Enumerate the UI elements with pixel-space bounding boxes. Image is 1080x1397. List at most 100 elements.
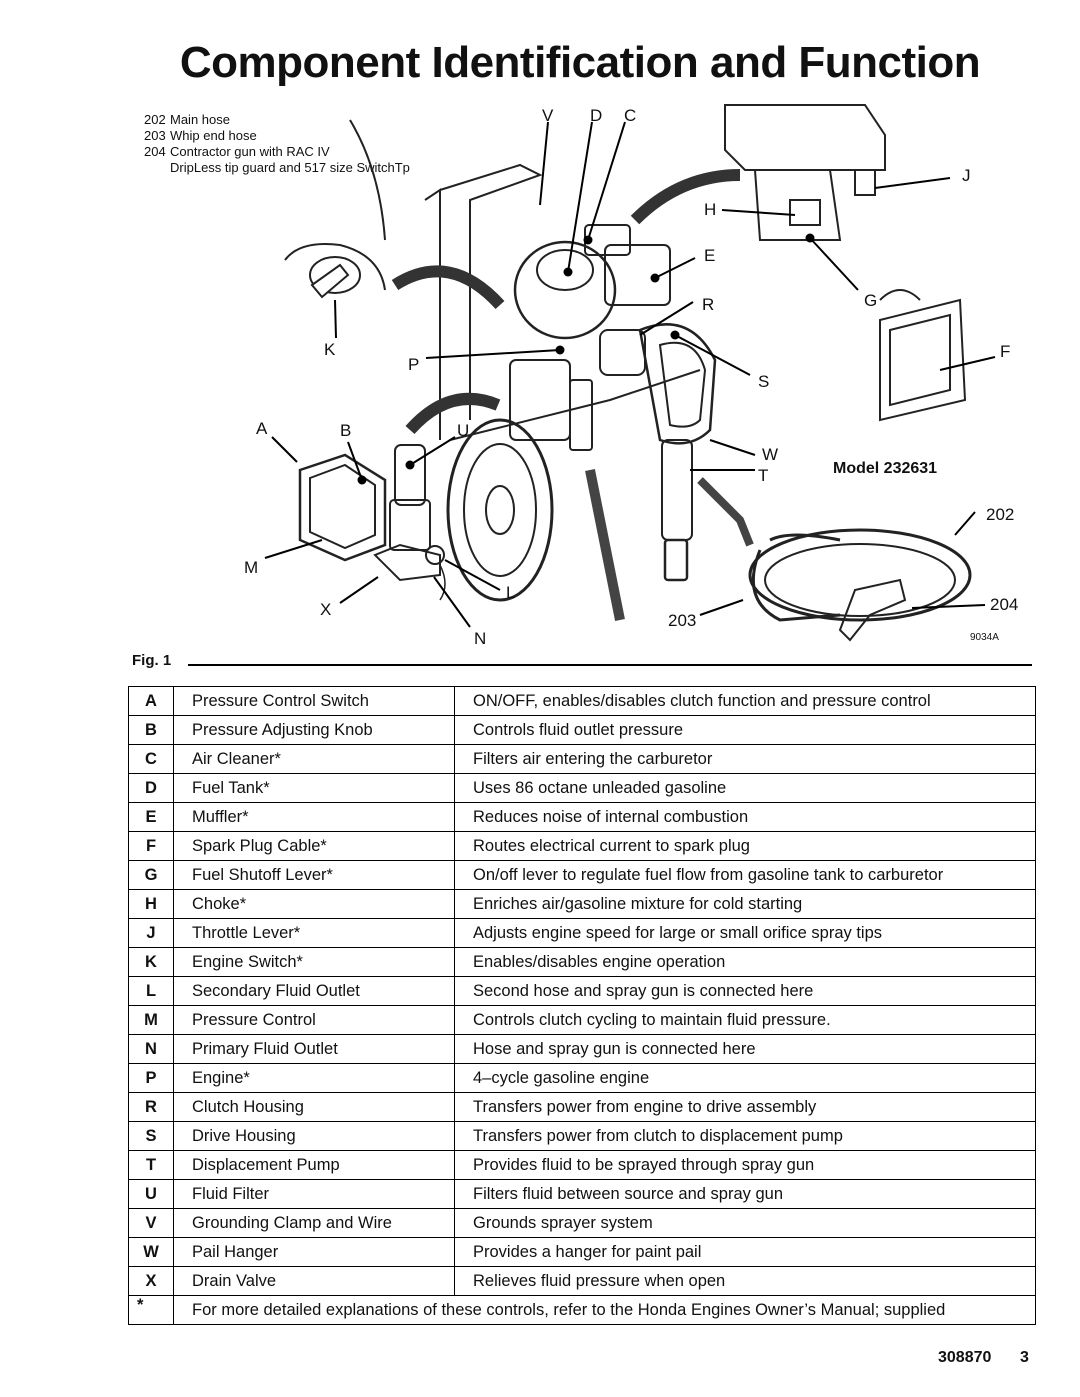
figure-id: 9034A: [970, 632, 999, 643]
callout-n: N: [474, 629, 487, 648]
component-function: Reduces noise of internal combustion: [454, 802, 1036, 832]
component-name: Displacement Pump: [173, 1150, 455, 1180]
callout-203: 203: [668, 611, 697, 630]
component-letter: U: [128, 1179, 174, 1209]
callout-f: F: [1000, 342, 1011, 361]
component-name: Drain Valve: [173, 1266, 455, 1296]
component-letter: T: [128, 1150, 174, 1180]
component-name: Grounding Clamp and Wire: [173, 1208, 455, 1238]
component-letter: K: [128, 947, 174, 977]
spray-gun-shape: [838, 578, 907, 642]
component-letter: S: [128, 1121, 174, 1151]
component-function: ON/OFF, enables/disables clutch function…: [454, 686, 1036, 716]
component-name: Spark Plug Cable*: [173, 831, 455, 861]
component-function: Transfers power from clutch to displacem…: [454, 1121, 1036, 1151]
component-function: Uses 86 octane unleaded gasoline: [454, 773, 1036, 803]
component-letter: H: [128, 889, 174, 919]
component-function: Relieves fluid pressure when open: [454, 1266, 1036, 1296]
component-function: On/off lever to regulate fuel flow from …: [454, 860, 1036, 890]
component-function: Grounds sprayer system: [454, 1208, 1036, 1238]
component-function: Controls clutch cycling to maintain flui…: [454, 1005, 1036, 1035]
callout-d: D: [590, 106, 603, 125]
callout-s: S: [758, 372, 770, 391]
callout-p: P: [408, 355, 420, 374]
component-function: Enriches air/gasoline mixture for cold s…: [454, 889, 1036, 919]
component-letter: P: [128, 1063, 174, 1093]
model-label: Model 232631: [833, 460, 938, 477]
component-name: Fuel Shutoff Lever*: [173, 860, 455, 890]
document-number: 308870: [938, 1349, 992, 1366]
callout-t: T: [758, 466, 769, 485]
callout-a: A: [256, 419, 268, 438]
component-letter: N: [128, 1034, 174, 1064]
component-letter: R: [128, 1092, 174, 1122]
component-function: Filters air entering the carburetor: [454, 744, 1036, 774]
footnote-row: *For more detailed explanations of these…: [128, 1295, 1036, 1325]
component-name: Fluid Filter: [173, 1179, 455, 1209]
component-name: Pail Hanger: [173, 1237, 455, 1267]
component-letter: B: [128, 715, 174, 745]
component-letter: X: [128, 1266, 174, 1296]
wheel-shape: [446, 418, 554, 602]
component-letter: A: [128, 686, 174, 716]
component-letter: D: [128, 773, 174, 803]
component-name: Drive Housing: [173, 1121, 455, 1151]
component-name: Air Cleaner*: [173, 744, 455, 774]
callout-204: 204: [990, 595, 1019, 614]
component-name: Engine*: [173, 1063, 455, 1093]
component-letter: E: [128, 802, 174, 832]
callout-u: U: [457, 421, 470, 440]
pressure-control-shape: [298, 453, 387, 562]
component-function: 4–cycle gasoline engine: [454, 1063, 1036, 1093]
callout-h: H: [704, 200, 717, 219]
component-letter: J: [128, 918, 174, 948]
footnote-text: For more detailed explanations of these …: [173, 1295, 1036, 1325]
component-name: Throttle Lever*: [173, 918, 455, 948]
callout-l: L: [506, 583, 516, 602]
component-name: Engine Switch*: [173, 947, 455, 977]
callout-202: 202: [986, 505, 1015, 524]
callout-v: V: [542, 106, 554, 125]
component-name: Pressure Control: [173, 1005, 455, 1035]
footnote-symbol: *: [128, 1295, 174, 1325]
engine-shape: [513, 240, 617, 340]
component-letter: L: [128, 976, 174, 1006]
component-letter: G: [128, 860, 174, 890]
component-name: Muffler*: [173, 802, 455, 832]
callout-m: M: [244, 558, 259, 577]
component-letter: M: [128, 1005, 174, 1035]
component-name: Secondary Fluid Outlet: [173, 976, 455, 1006]
component-letter: F: [128, 831, 174, 861]
component-function: Controls fluid outlet pressure: [454, 715, 1036, 745]
component-function: Transfers power from engine to drive ass…: [454, 1092, 1036, 1122]
component-name: Pressure Adjusting Knob: [173, 715, 455, 745]
legend-item: DripLess tip guard and 517 size SwitchTp: [170, 160, 410, 175]
callout-w: W: [762, 445, 779, 464]
figure-caption: Fig. 1: [132, 652, 172, 669]
page-number: 3: [1020, 1349, 1029, 1366]
callout-b: B: [340, 421, 352, 440]
component-function: Enables/disables engine operation: [454, 947, 1036, 977]
component-function: Adjusts engine speed for large or small …: [454, 918, 1036, 948]
